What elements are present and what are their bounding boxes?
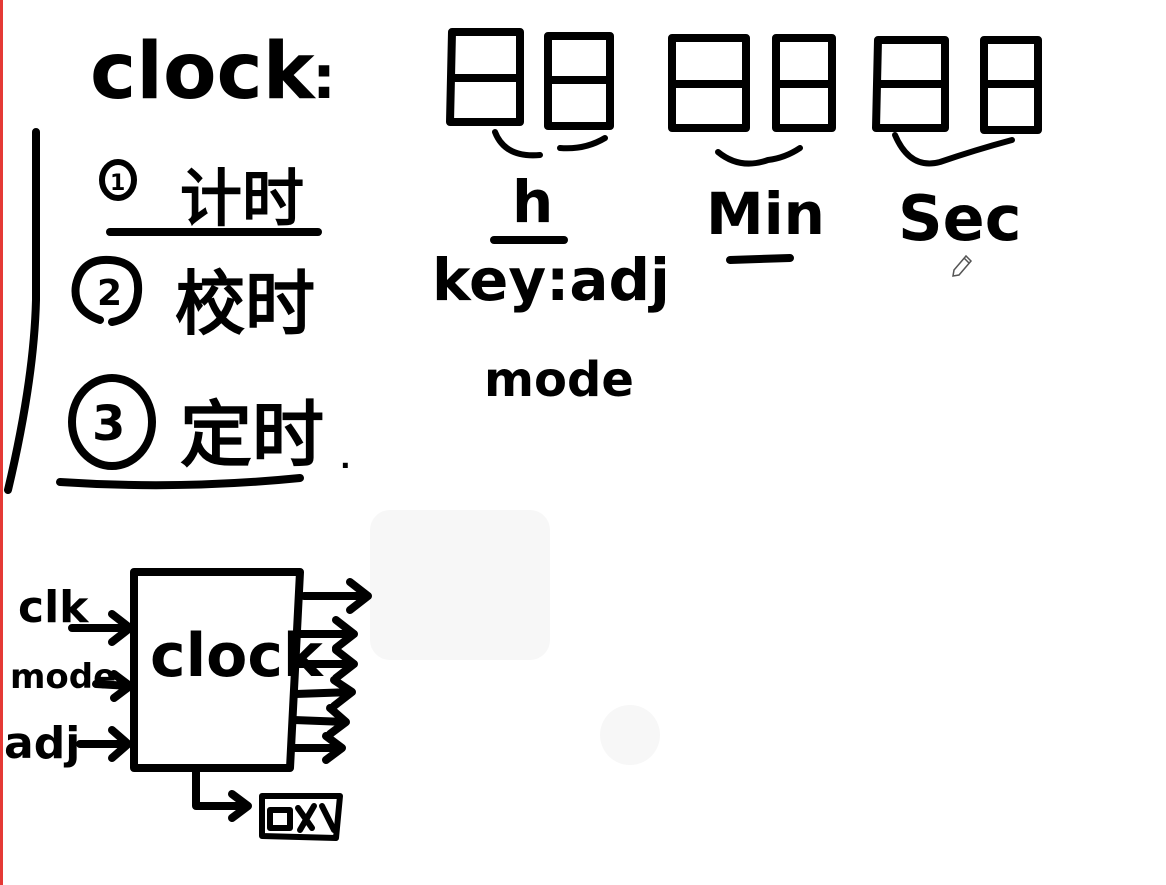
feature-number-3: 3 xyxy=(92,396,125,452)
feature-label-1: 计时 xyxy=(180,162,304,235)
pencil-icon xyxy=(952,254,973,277)
output-arrow xyxy=(296,616,358,652)
key-adj-text: key:adj xyxy=(432,246,670,314)
feature-number-circle-1 xyxy=(99,159,137,201)
feature-item-1: 1 计时 xyxy=(99,159,322,236)
digit-group-seconds: Sec xyxy=(872,36,1042,255)
group-brace-hours xyxy=(492,129,608,159)
alarm-symbol xyxy=(259,793,343,841)
clock-block-label: clock xyxy=(150,621,325,691)
title-clock: clock xyxy=(90,27,317,117)
window-left-edge xyxy=(0,0,3,885)
clock-block xyxy=(130,568,304,772)
clock-block-diagram: clock clk mode adj xyxy=(4,568,372,841)
alarm-output-arrow xyxy=(192,768,252,822)
digit-box xyxy=(446,28,524,126)
output-arrow xyxy=(290,704,350,738)
digit-box xyxy=(668,34,750,132)
digit-box xyxy=(772,34,836,132)
mode-text: mode xyxy=(484,352,634,408)
feature-item-2: 2 校时 xyxy=(71,255,315,345)
feature-number-circle-3 xyxy=(68,374,156,470)
left-bracket-line xyxy=(4,128,40,494)
input-arrow-adj xyxy=(76,726,132,762)
output-arrow xyxy=(294,646,358,682)
erased-smudge-small xyxy=(600,705,660,765)
input-arrow-mode xyxy=(92,670,134,702)
digit-display: h Min Sec xyxy=(446,28,1042,264)
input-arrow-clk xyxy=(68,610,134,646)
feature-number-1: 1 xyxy=(110,171,125,196)
digit-group-label-minutes: Min xyxy=(706,180,825,248)
group-brace-seconds xyxy=(892,132,1015,167)
input-label-adj: adj xyxy=(4,718,80,769)
digit-group-label-hours: h xyxy=(512,168,553,236)
erased-smudge xyxy=(370,510,550,660)
group-brace-minutes xyxy=(715,145,803,167)
digit-box xyxy=(544,32,614,130)
feature-number-2: 2 xyxy=(97,273,122,314)
input-label-mode: mode xyxy=(10,657,116,697)
digit-box xyxy=(872,36,949,132)
digit-box xyxy=(980,36,1042,134)
feature-underline-3 xyxy=(56,474,304,490)
feature-label-2: 校时 xyxy=(175,263,315,345)
alarm-box xyxy=(259,793,343,841)
label-underline-minutes xyxy=(726,254,794,264)
digit-group-minutes: Min xyxy=(668,34,836,264)
feature-label-3: 定时 xyxy=(180,393,324,477)
title-colon: : xyxy=(312,43,336,113)
alarm-glyph xyxy=(267,803,337,833)
feature-item-3: 3 定时 . xyxy=(56,374,351,490)
feature-trailing-dot: . xyxy=(340,442,351,475)
feature-number-circle-2 xyxy=(71,255,143,326)
output-arrow xyxy=(292,676,356,710)
digit-group-label-seconds: Sec xyxy=(898,182,1021,255)
output-arrow xyxy=(300,578,372,614)
digit-group-hours: h xyxy=(446,28,614,244)
output-arrow xyxy=(288,732,346,764)
